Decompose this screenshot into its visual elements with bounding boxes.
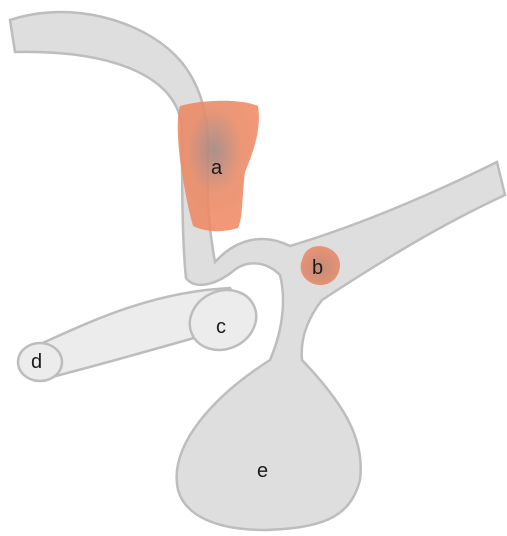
label-b: b xyxy=(312,257,323,279)
label-e: e xyxy=(257,460,268,482)
label-d: d xyxy=(31,351,42,373)
label-a: a xyxy=(211,157,223,179)
main-structure xyxy=(10,12,505,530)
label-c: c xyxy=(216,316,226,338)
